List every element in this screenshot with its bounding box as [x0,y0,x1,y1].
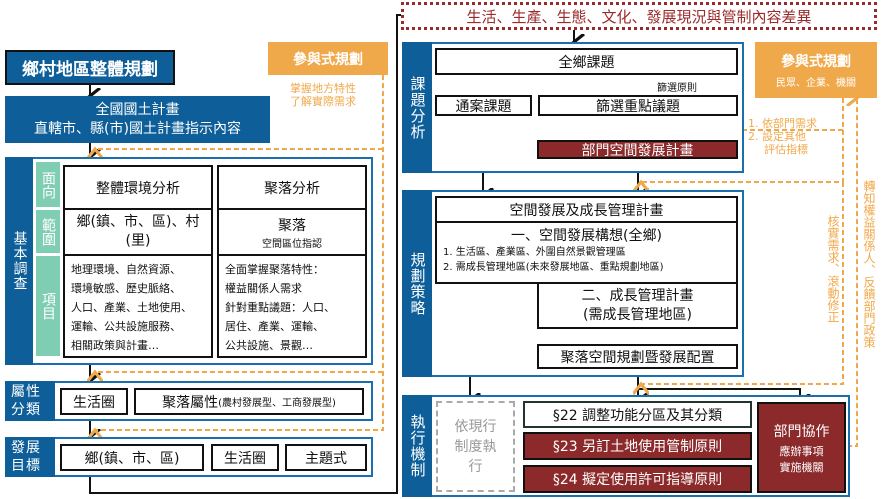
verify-needs-note: 核實需求、滾動修正 [826,215,840,323]
national-plan-line2: 直轄市、縣(市)國土計畫指示內容 [34,120,241,137]
concept-item: 1. 生活區、產業區、外圍自然景觀管理區 [443,247,626,258]
goals-label: 發展目標 [5,437,55,477]
growth-management-plan: 二、成長管理計畫 (需成長管理地區) [537,282,738,329]
strategy-label: 規劃策略 [402,190,432,377]
participatory-title: 參與式規劃 [781,54,851,70]
notify-stakeholders-note: 轉知權益關係人、反饋部門政策 [862,180,876,348]
row-aspect-label: 面向 [36,162,60,207]
env-analysis-header: 整體環境分析 [63,165,213,210]
item-line: 相關政策與計畫… [71,339,159,352]
article-22: §22 調整功能分區及其分類 [523,401,752,428]
item-line: 公共設施、景觀… [225,339,313,352]
settlement-items: 全面掌握聚落特性： 權益關係人需求 針對重點議題：人口、 居住、產業、運輸、 公… [217,254,367,358]
item-line: 針對重點議題：人口、 [225,301,335,314]
settlement-scope-title: 聚落 [278,217,306,234]
execution-label: 執行機制 [402,395,432,497]
settlement-spatial-plan: 聚落空間規劃暨發展配置 [537,344,738,369]
attr-settlement: 聚落屬性(農村發展型、工商發展型) [134,388,364,415]
env-scope: 鄉(鎮、市、區)、村(里) [63,208,213,256]
issue-label: 課題分析 [402,42,432,173]
goal-township: 鄉(鎮、市、區) [60,444,204,471]
participatory-note-left: 掌握地方特性 了解實際需求 [290,82,356,108]
note-line: 1. 依部門需求 [748,117,817,130]
spatial-growth-plan: 空間發展及成長管理計畫 [435,196,738,223]
difference-header: 生活、生產、生態、文化、發展現況與管制內容差異 [401,2,877,30]
settlement-scope: 聚落 空間區位指認 [217,208,367,256]
note-line: 掌握地方特性 [290,82,356,95]
dept-cooperation: 部門協作 應辦事項 實施機關 [757,402,846,493]
national-plan-box: 全國國土計畫 直轄市、縣(市)國土計畫指示內容 [5,96,270,143]
row-items-label: 項目 [36,256,60,356]
national-plan-line1: 全國國土計畫 [95,101,180,118]
attr-settlement-title: 聚落屬性 [162,394,219,411]
attr-living-circle: 生活圈 [60,388,128,415]
growth-title: 二、成長管理計畫 [581,287,694,304]
attribute-label: 屬性分類 [5,381,55,421]
note-line: 2. 設定其他 [748,130,806,143]
current-system: 依現行制度執行 [436,401,515,492]
article-24: §24 擬定使用許可指導原則 [523,465,752,493]
item-line: 運輸、公共設施服務、 [71,320,181,333]
growth-sub: (需成長管理地區) [583,306,692,323]
attr-settlement-sub: (農村發展型、工商發展型) [218,398,336,409]
participatory-planning-right: 參與式規劃 民眾、企業、機關 [755,42,877,98]
coop-sub: 實施機關 [779,460,824,474]
row-scope-label: 範圍 [36,210,60,253]
coop-sub: 應辦事項 [779,444,824,458]
item-line: 環境敏感、歷史脈絡、 [71,282,181,295]
settlement-analysis-header: 聚落分析 [217,165,367,210]
goal-thematic: 主題式 [285,444,367,471]
article-23: §23 另訂土地使用管制原則 [523,432,752,460]
rural-plan-title: 鄉村地區整體規劃 [5,50,175,85]
coop-title: 部門協作 [773,423,830,440]
env-items: 地理環境、自然資源、 環境敏感、歷史脈絡、 人口、產業、土地使用、 運輸、公共設… [63,254,213,358]
participatory-planning-left: 參與式規劃 [268,42,388,75]
key-issues: 篩選重點議題 [538,95,738,116]
dept-spatial-plan: 部門空間發展計畫 [537,140,738,159]
item-line: 權益關係人需求 [225,282,302,295]
participatory-sub: 民眾、企業、機關 [776,78,856,89]
all-issues: 全鄉課題 [435,48,738,75]
basic-survey-label: 基本調查 [5,157,33,365]
goal-living-circle: 生活圈 [211,444,279,471]
note-line: 了解實際需求 [290,95,356,108]
settlement-scope-sub: 空間區位指認 [262,238,322,250]
participatory-notes: 1. 依部門需求 2. 設定其他 評估指標 [748,117,817,156]
item-line: 全面掌握聚落特性： [225,263,324,276]
note-line: 評估指標 [764,143,808,156]
filter-rule-label: 篩選原則 [657,83,697,94]
item-line: 地理環境、自然資源、 [71,263,181,276]
item-line: 人口、產業、土地使用、 [71,301,192,314]
spatial-concept: 一、空間發展構想(全鄉) 1. 生活區、產業區、外圍自然景觀管理區 2. 需成長… [435,221,738,284]
concept-title: 一、空間發展構想(全鄉) [511,228,662,244]
concept-item: 2. 需成長管理地區(未來發展地區、重點規劃地區) [443,262,664,273]
item-line: 居住、產業、運輸、 [225,320,324,333]
general-issues: 通案課題 [435,95,532,116]
